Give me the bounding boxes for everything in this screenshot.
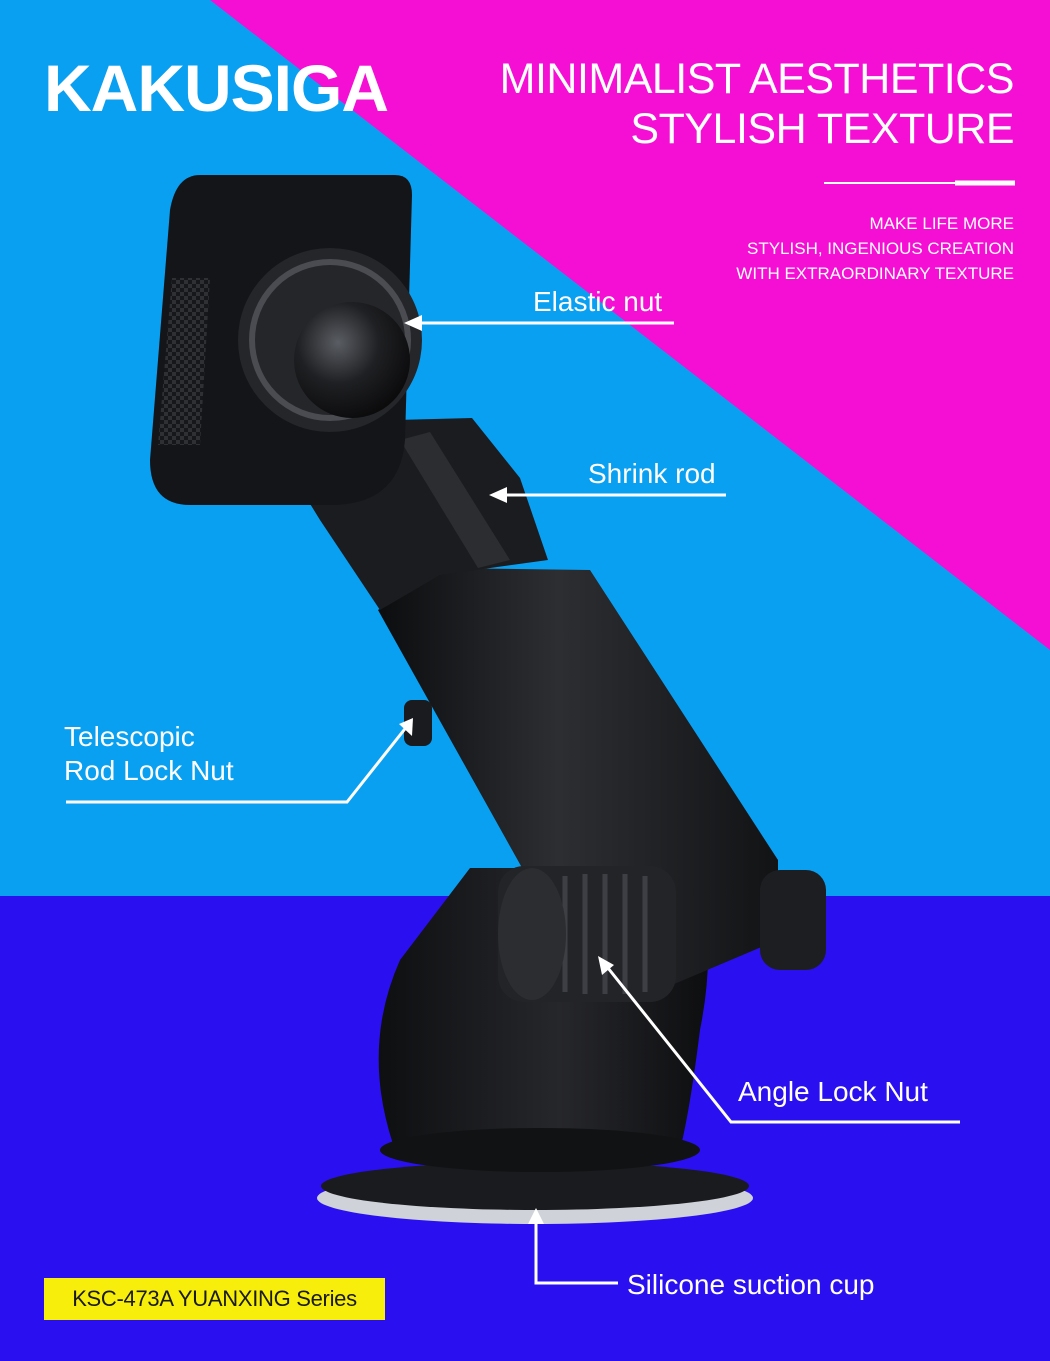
series-badge: KSC-473A YUANXING Series	[44, 1278, 385, 1320]
pivot-cap	[760, 870, 826, 970]
subtext-line-1: MAKE LIFE MORE	[869, 214, 1014, 233]
pedestal-foot	[380, 1128, 700, 1172]
elastic-nut-rim	[249, 259, 411, 421]
angle-lock-leader	[606, 967, 960, 1124]
callout-elastic-nut: Elastic nut	[533, 286, 663, 317]
suction-cup-leader	[534, 1218, 618, 1285]
callout-telescopic-line-1: Telescopic	[64, 721, 195, 752]
telescopic-leader	[66, 724, 410, 804]
phone-mount-illustration	[150, 175, 826, 1224]
magenta-triangle	[210, 0, 1050, 650]
carbon-texture-panel	[158, 278, 210, 445]
subtext-line-3: WITH EXTRAORDINARY TEXTURE	[736, 264, 1014, 283]
shrink-rod-highlight	[400, 432, 510, 568]
arrow-icon	[598, 956, 614, 975]
lower-arm-sleeve	[378, 568, 778, 990]
callout-angle-lock-nut: Angle Lock Nut	[738, 1076, 928, 1107]
callout-silicone-suction-cup: Silicone suction cup	[627, 1269, 875, 1300]
callout-shrink-rod: Shrink rod	[588, 458, 716, 489]
angle-lock-knob-face	[498, 868, 566, 1000]
ball-joint	[294, 302, 410, 418]
arrow-icon	[489, 487, 507, 503]
subtext-line-2: STYLISH, INGENIOUS CREATION	[746, 239, 1014, 258]
suction-cup-plate	[321, 1162, 749, 1210]
arrow-icon	[399, 718, 413, 736]
brand-logo: KAKUSIGA	[44, 51, 389, 125]
headline-line-2: STYLISH TEXTURE	[630, 105, 1014, 153]
callout-telescopic-line-2: Rod Lock Nut	[64, 755, 234, 786]
knob-ridges	[562, 874, 648, 994]
headline-line-1: MINIMALIST AESTHETICS	[499, 55, 1015, 103]
arrow-icon	[404, 315, 422, 331]
arrow-icon	[528, 1208, 544, 1224]
